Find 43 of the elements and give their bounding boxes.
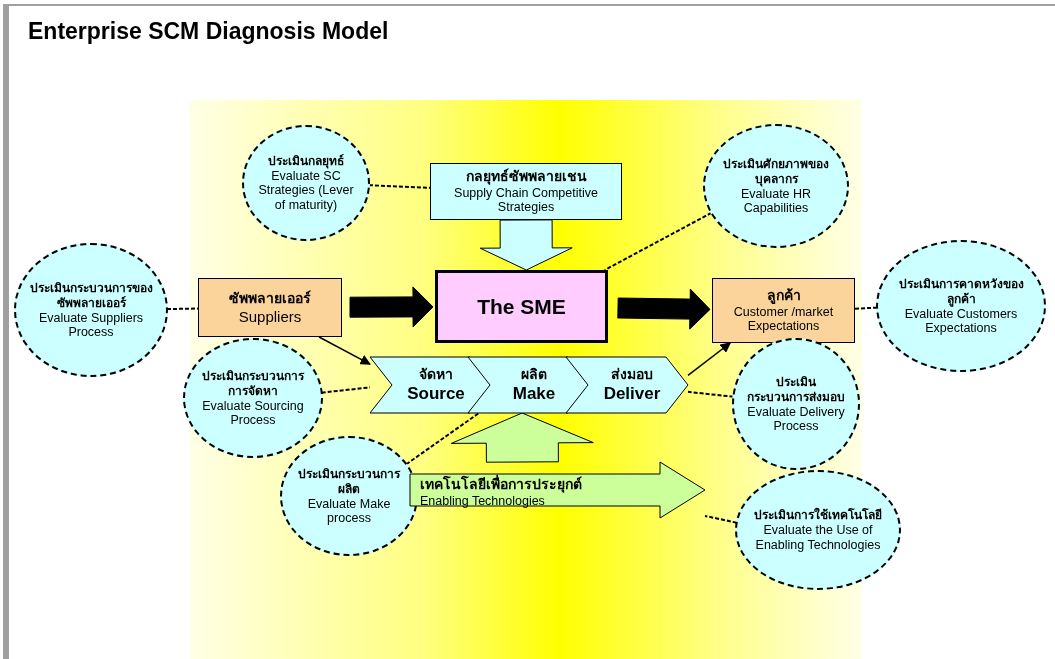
- callout-heading: ประเมินกระบวนการผลิต: [297, 466, 402, 497]
- callout-text: Evaluate Suppliers Process: [37, 310, 145, 340]
- callout-text: Evaluate Sourcing Process: [201, 398, 305, 428]
- block-arrow: [450, 412, 594, 463]
- step-label: ผลิต: [521, 366, 547, 384]
- callout-heading: ประเมินกระบวนการของซัพพลายเออร์: [28, 280, 154, 311]
- block-arrow: [617, 288, 711, 330]
- box-subtitle: Suppliers: [238, 307, 302, 325]
- step-label: จัดหา: [419, 366, 453, 384]
- box-subtitle: Customer /market Expectations: [732, 304, 835, 334]
- callout-heading: ประเมินกระบวนการส่งมอบ: [746, 374, 846, 405]
- callout-text: Evaluate Customers Expectations: [903, 306, 1019, 336]
- box-title: ซัพพลายเออร์: [229, 290, 311, 308]
- arrow-label: เทคโนโลยีเพื่อการประยุกต์: [420, 476, 582, 494]
- callout-heading: ประเมินกระบวนการการจัดหา: [201, 368, 306, 399]
- box-subtitle: Supply Chain Competitive Strategies: [453, 185, 599, 215]
- step-label: Source: [407, 383, 465, 404]
- step-label: Deliver: [603, 383, 661, 404]
- process-box: [712, 278, 855, 343]
- callout-heading: ประเมินกลยุทธ์: [268, 153, 344, 169]
- block-arrow: [479, 219, 573, 271]
- process-box: [198, 278, 342, 337]
- callout-text: Evaluate Make process: [306, 496, 392, 526]
- callout-text: Evaluate the Use of Enabling Technologies: [754, 523, 882, 552]
- arrow-label: Enabling Technologies: [420, 493, 545, 508]
- callout-text: Evaluate HR Capabilities: [739, 186, 813, 216]
- block-arrow: [349, 286, 434, 328]
- step-label: ส่งมอบ: [611, 366, 653, 384]
- callout-heading: ประเมินการคาดหวังของลูกค้า: [897, 276, 1025, 307]
- diagram-title: Enterprise SCM Diagnosis Model: [28, 18, 389, 45]
- callout-text: Evaluate SC Strategies (Lever of maturity): [257, 168, 355, 213]
- callout-text: Evaluate Delivery Process: [746, 404, 846, 434]
- process-box: [430, 163, 622, 220]
- box-title: The SME: [477, 294, 566, 319]
- callout-line: [405, 412, 480, 466]
- box-title: ลูกค้า: [766, 287, 801, 305]
- box-title: กลยุทธ์ซัพพลายเชน: [465, 168, 587, 186]
- process-box: [435, 270, 608, 343]
- arrow: [318, 336, 371, 365]
- callout-heading: ประเมินศักยภาพของบุคลากร: [722, 156, 830, 187]
- step-label: Make: [512, 383, 556, 404]
- callout-heading: ประเมินการใช้เทคโนโลยี: [754, 508, 882, 524]
- arrow: [687, 342, 732, 377]
